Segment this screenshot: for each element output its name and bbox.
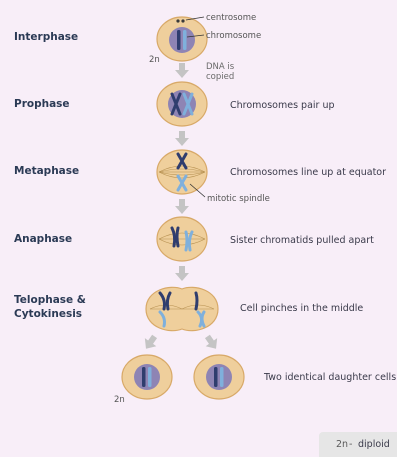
phase-label-interphase: Interphase xyxy=(14,31,78,43)
arrow-down-icon xyxy=(175,131,189,146)
ploidy-label-bottom: 2n xyxy=(114,395,125,405)
daughter-cell-left xyxy=(122,355,172,399)
legend-box: 2n - diploid xyxy=(319,432,397,457)
label-dna-line2: copied xyxy=(206,72,234,82)
anaphase-cell xyxy=(157,217,207,261)
desc-daughters: Two identical daughter cells xyxy=(263,372,396,383)
interphase-cell xyxy=(157,17,207,61)
desc-anaphase: Sister chromatids pulled apart xyxy=(230,235,374,246)
label-chromosome: chromosome xyxy=(206,31,261,41)
desc-prophase: Chromosomes pair up xyxy=(230,100,335,111)
desc-metaphase: Chromosomes line up at equator xyxy=(230,167,386,178)
chromosome-dark xyxy=(177,30,181,50)
arrow-down-icon xyxy=(175,266,189,281)
label-centrosome: centrosome xyxy=(206,13,256,23)
phase-label-anaphase: Anaphase xyxy=(14,233,72,245)
label-dna-line1: DNA is xyxy=(206,62,235,72)
label-mitotic-spindle: mitotic spindle xyxy=(207,194,270,204)
metaphase-cell xyxy=(157,150,207,194)
legend-dash: - xyxy=(349,439,352,450)
centrosome-dot xyxy=(176,19,179,22)
arrow-down-icon xyxy=(175,63,189,78)
desc-telophase: Cell pinches in the middle xyxy=(240,303,363,314)
arrow-down-icon xyxy=(175,199,189,214)
phase-label-prophase: Prophase xyxy=(14,98,70,110)
telophase-cell xyxy=(146,287,218,330)
arrow-down-right-icon xyxy=(202,332,222,352)
phase-label-telophase: Telophase & xyxy=(14,294,86,306)
ploidy-label-top: 2n xyxy=(149,55,160,65)
arrow-down-left-icon xyxy=(140,332,160,352)
legend-text: diploid xyxy=(358,439,390,450)
phase-label-metaphase: Metaphase xyxy=(14,165,79,177)
daughter-cell-right xyxy=(194,355,244,399)
chromosome-light xyxy=(183,30,187,50)
phase-label-cytokinesis: Cytokinesis xyxy=(14,308,82,320)
prophase-cell xyxy=(157,82,207,126)
legend-symbol: 2n xyxy=(336,439,348,450)
